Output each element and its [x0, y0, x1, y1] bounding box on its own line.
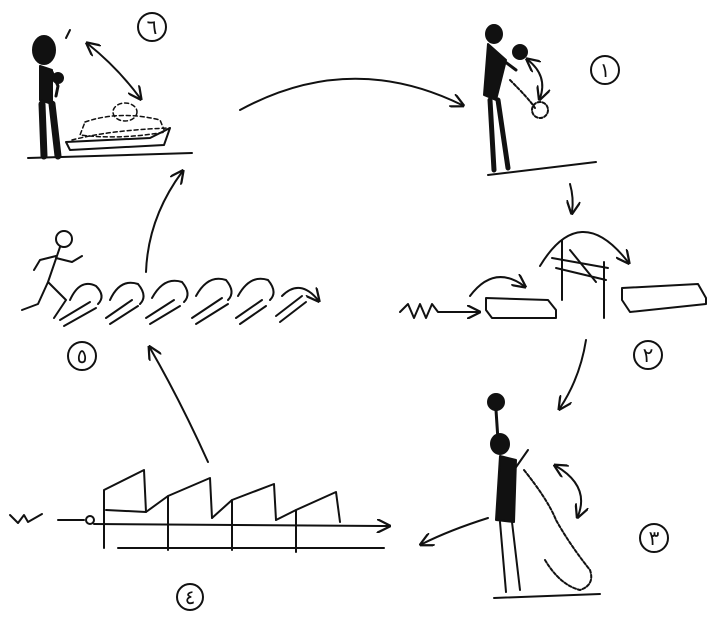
ghost-squat	[523, 469, 593, 591]
station-number: ٦	[147, 15, 158, 39]
station-number-circle	[176, 583, 204, 611]
flow-arrow-5-to-6	[145, 172, 182, 273]
zigzag-approach	[399, 303, 478, 319]
station-2: ٢	[399, 231, 707, 370]
station-number: ٢	[643, 343, 654, 367]
jump-arrow-over-hurdle	[539, 231, 628, 267]
lying-ghost-figure	[71, 102, 171, 141]
running-figure	[21, 230, 83, 319]
station-4: ٤	[9, 469, 388, 611]
floor-line	[487, 161, 597, 176]
jump-arrow-left	[469, 277, 524, 297]
station-number: ٣	[649, 526, 660, 550]
swing-arrow	[528, 60, 542, 98]
exercise-mat	[65, 127, 171, 151]
motion-arrow	[88, 44, 140, 98]
forward-roll-path	[59, 277, 318, 327]
kettlebell-figure	[483, 24, 549, 173]
hurdle-row	[103, 469, 385, 553]
circuit-flow-arrows	[145, 77, 587, 544]
station-5: ٥	[21, 230, 318, 371]
station-number: ١	[600, 58, 611, 82]
station-number-circle	[67, 341, 97, 371]
squat-arrow	[556, 466, 581, 516]
run-line	[93, 524, 388, 526]
overhead-figure	[487, 393, 529, 593]
flow-arrow-4-to-5	[150, 348, 209, 463]
station-number: ٤	[185, 585, 196, 609]
station-6: ٦	[27, 12, 193, 160]
station-1: ١	[483, 24, 620, 176]
landing-mat-left	[485, 297, 557, 319]
station-number: ٥	[77, 344, 88, 368]
landing-mat-right	[621, 283, 707, 313]
flow-arrow-2-to-3	[560, 339, 587, 408]
floor-line	[493, 593, 601, 599]
floor-line	[27, 152, 193, 159]
station-number-circle	[633, 340, 663, 370]
flow-arrow-6-to-1	[239, 77, 462, 111]
flow-arrow-1-to-2	[570, 183, 573, 212]
standing-figure	[32, 35, 64, 160]
hurdle	[551, 239, 609, 319]
squiggle-approach	[9, 513, 43, 524]
station-3: ٣	[487, 393, 669, 599]
station-number-circle	[137, 12, 167, 42]
flow-arrow-3-to-4	[422, 517, 489, 544]
station-number-circle	[639, 523, 669, 553]
motion-tick	[65, 29, 71, 39]
start-marker	[85, 515, 95, 525]
station-number-circle	[590, 55, 620, 85]
